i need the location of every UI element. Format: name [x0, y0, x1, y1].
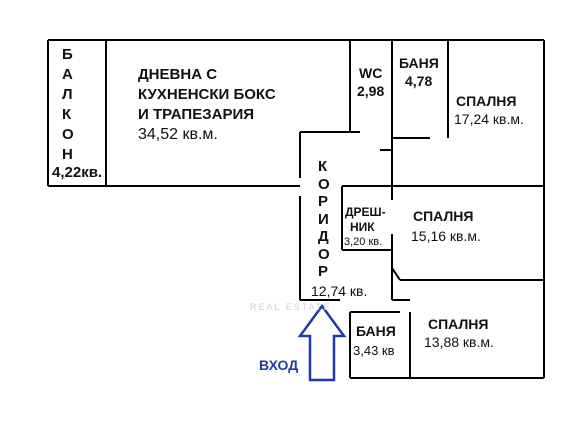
corridor-letter: Р	[318, 193, 329, 210]
corridor-letter: О	[318, 175, 330, 193]
living-room-line1: ДНЕВНА С	[138, 66, 218, 83]
bedroom2-corner	[391, 267, 401, 281]
bath2-area: 3,43 кв	[353, 343, 395, 358]
bedroom2-name: СПАЛНЯ	[413, 208, 474, 224]
balcony-letter: Н	[62, 146, 73, 163]
corridor-letter: И	[318, 210, 329, 228]
living-room-line2: КУХНЕНСКИ БОКС	[138, 86, 276, 103]
balcony-letter: К	[62, 106, 72, 123]
bedroom3-name: СПАЛНЯ	[428, 316, 489, 332]
bedroom1-area: 17,24 кв.м.	[454, 111, 524, 127]
balcony-letter: О	[62, 126, 74, 143]
wc-area: 2,98	[357, 83, 385, 99]
closet-line2: НИК	[350, 220, 375, 234]
corridor-letter: Д	[318, 228, 329, 245]
closet-area: 3,20 кв.	[344, 236, 383, 248]
corridor-area: 12,74 кв.	[311, 283, 368, 299]
bedroom3-area: 13,88 кв.м.	[424, 334, 494, 350]
balcony-letter: Л	[62, 86, 73, 103]
bedroom1-name: СПАЛНЯ	[456, 93, 517, 109]
bath2-name: БАНЯ	[356, 323, 396, 339]
balcony-letter: Б	[62, 46, 73, 63]
corridor-letter: О	[318, 245, 330, 263]
corridor-letter: К	[318, 158, 328, 175]
living-room-line3: И ТРАПЕЗАРИЯ	[138, 106, 255, 123]
bath1-area: 4,78	[405, 73, 433, 89]
balcony-area: 4,22кв.	[52, 164, 103, 181]
bedroom2-area: 15,16 кв.м.	[411, 228, 481, 244]
closet-line1: ДРЕШ-	[345, 205, 386, 219]
balcony-letter: А	[62, 66, 73, 83]
living-room-area: 34,52 кв.м.	[138, 126, 218, 143]
entrance-label: ВХОД	[259, 357, 299, 373]
wc-name: WC	[359, 65, 383, 81]
bath1-name: БАНЯ	[399, 55, 439, 71]
corridor-letter: Р	[318, 263, 329, 280]
entrance-arrow	[297, 303, 347, 382]
watermark-text: REAL ESTATE	[250, 302, 332, 312]
